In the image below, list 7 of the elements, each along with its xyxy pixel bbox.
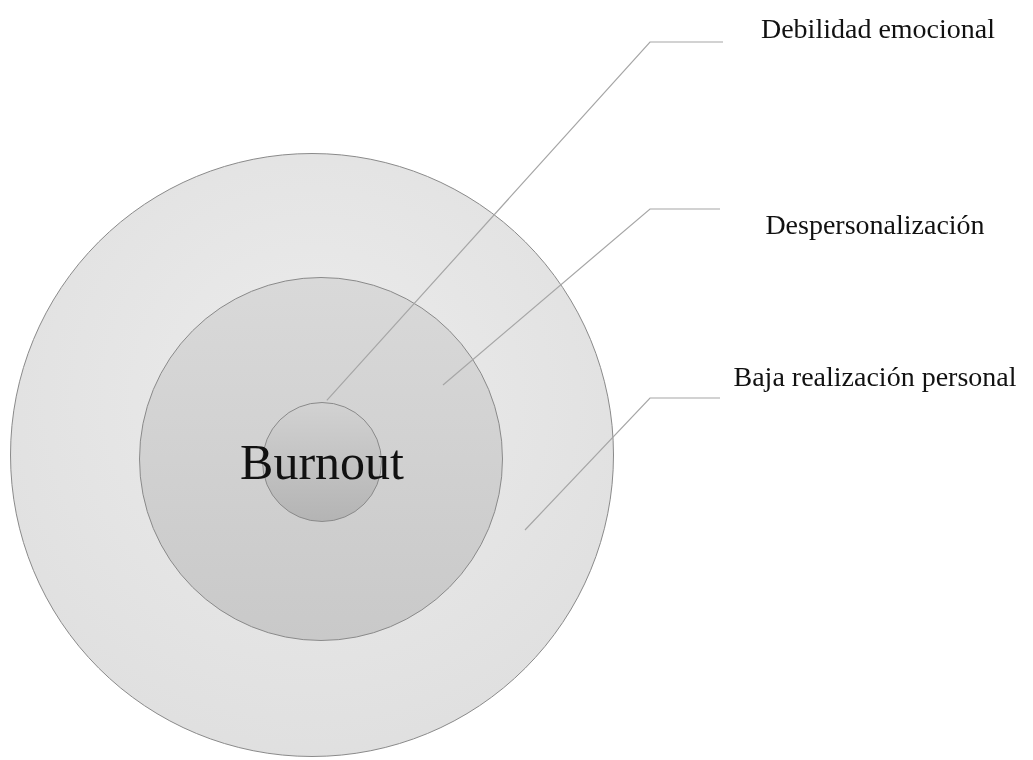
- leader-line: [442, 208, 721, 386]
- leader-line: [524, 397, 721, 531]
- category-label: Baja realización personal: [720, 356, 1030, 440]
- category-label: Debilidad emocional: [723, 8, 1033, 92]
- center-label: Burnout: [240, 433, 404, 491]
- category-label: Despersonalización: [720, 204, 1030, 246]
- leader-line: [326, 41, 724, 401]
